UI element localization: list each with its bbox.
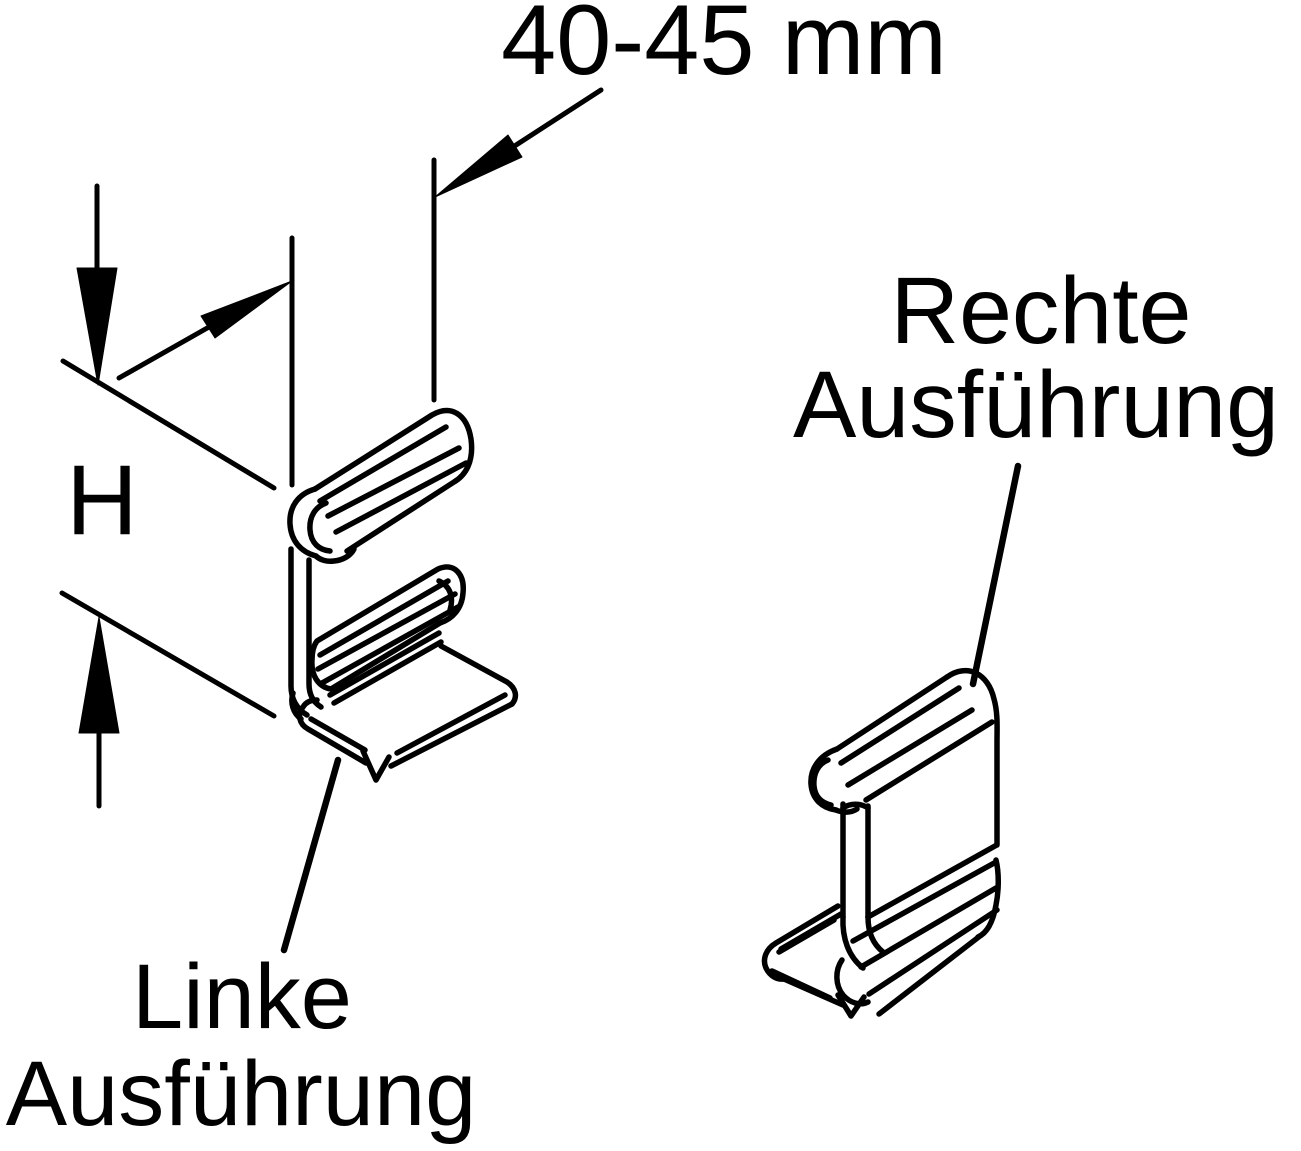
left-clip-rib-line (315, 591, 458, 672)
width-arrowhead-left (200, 280, 293, 339)
right-clip-leader-line (969, 462, 1022, 688)
width-leader-line (510, 87, 604, 150)
right-variant-label-line1: Rechte (890, 258, 1191, 364)
left-clip-fold-line (327, 630, 442, 698)
right-clip-foot-thickness-line (776, 917, 837, 955)
left-clip-bead-line (333, 460, 469, 535)
left-clip-leader-line (280, 756, 342, 954)
right-clip-bead-curl-outer (808, 746, 840, 813)
right-clip-bead-line (863, 719, 995, 803)
left-clip-fold-line (331, 639, 444, 706)
left-clip-rib-cap-inner (436, 578, 455, 613)
width-dimension-label: 40-45 mm (501, 0, 947, 95)
height-arrowhead-up (78, 616, 120, 734)
left-variant-label-line1: Linke (132, 946, 352, 1048)
right-clip-rib-bottom-edge (876, 933, 983, 1017)
variant-labels: Linke Ausführung Rechte Ausführung (6, 258, 1279, 1145)
right-clip-bead-cap-and-edge (944, 667, 1000, 848)
right-clip-rib-line (850, 859, 999, 944)
left-clip-foot-thickness-line (394, 692, 508, 756)
left-clip-bead-curl-edge (313, 546, 357, 564)
right-clip-foot-far-edge (761, 903, 841, 982)
right-variant-label-line2: Ausführung (793, 352, 1279, 458)
width-dimension: 40-45 mm (116, 0, 947, 488)
left-clip-drawing (280, 407, 519, 954)
left-clip-bead-curl-outer (287, 486, 319, 559)
left-clip-foot-front-thickness (308, 716, 368, 753)
width-arrowhead-right (434, 134, 523, 198)
right-clip-bead-curl-edge (833, 806, 860, 815)
right-clip-rib-line (866, 907, 1000, 997)
left-clip-bead-line (325, 445, 462, 519)
right-clip-bead-top (834, 674, 950, 752)
left-clip-rib-outline (309, 564, 466, 692)
left-clip-rib-line (319, 604, 461, 686)
left-clip-web-inner (306, 557, 324, 710)
left-clip-bead-outline (312, 407, 475, 554)
right-clip-rib-cap (975, 857, 1001, 940)
width-arrow-shaft-left (116, 324, 212, 381)
right-clip-bead-line (845, 707, 975, 788)
height-dimension-label: H (66, 444, 138, 555)
height-dimension: H (59, 183, 277, 809)
right-clip-face-bottom-edge (865, 843, 998, 920)
left-clip-foot-front-edge (296, 697, 369, 766)
left-clip-rib-line (317, 578, 451, 658)
right-clip-bend-outer (840, 914, 866, 971)
right-clip-bend-inner (865, 914, 886, 955)
left-clip-foot-far-edge (438, 643, 519, 707)
left-clip-bead-line (317, 424, 449, 504)
right-clip-drawing (761, 462, 1022, 1019)
right-clip-bead-line (838, 685, 962, 766)
right-clip-foot-thickness-line (769, 968, 833, 1001)
right-clip-web-top-connector (840, 801, 871, 811)
left-clip-foot-near-edge (388, 701, 515, 769)
height-extension-line-lower (59, 590, 277, 719)
left-variant-label-line2: Ausführung (6, 1043, 477, 1145)
left-clip-web-outer (288, 546, 310, 718)
right-clip-bead-curl-inner (811, 757, 834, 808)
right-clip-foot-corner-tab (835, 992, 867, 1019)
height-arrowhead-down (76, 267, 118, 386)
left-clip-bead-curl-inner (307, 500, 333, 554)
